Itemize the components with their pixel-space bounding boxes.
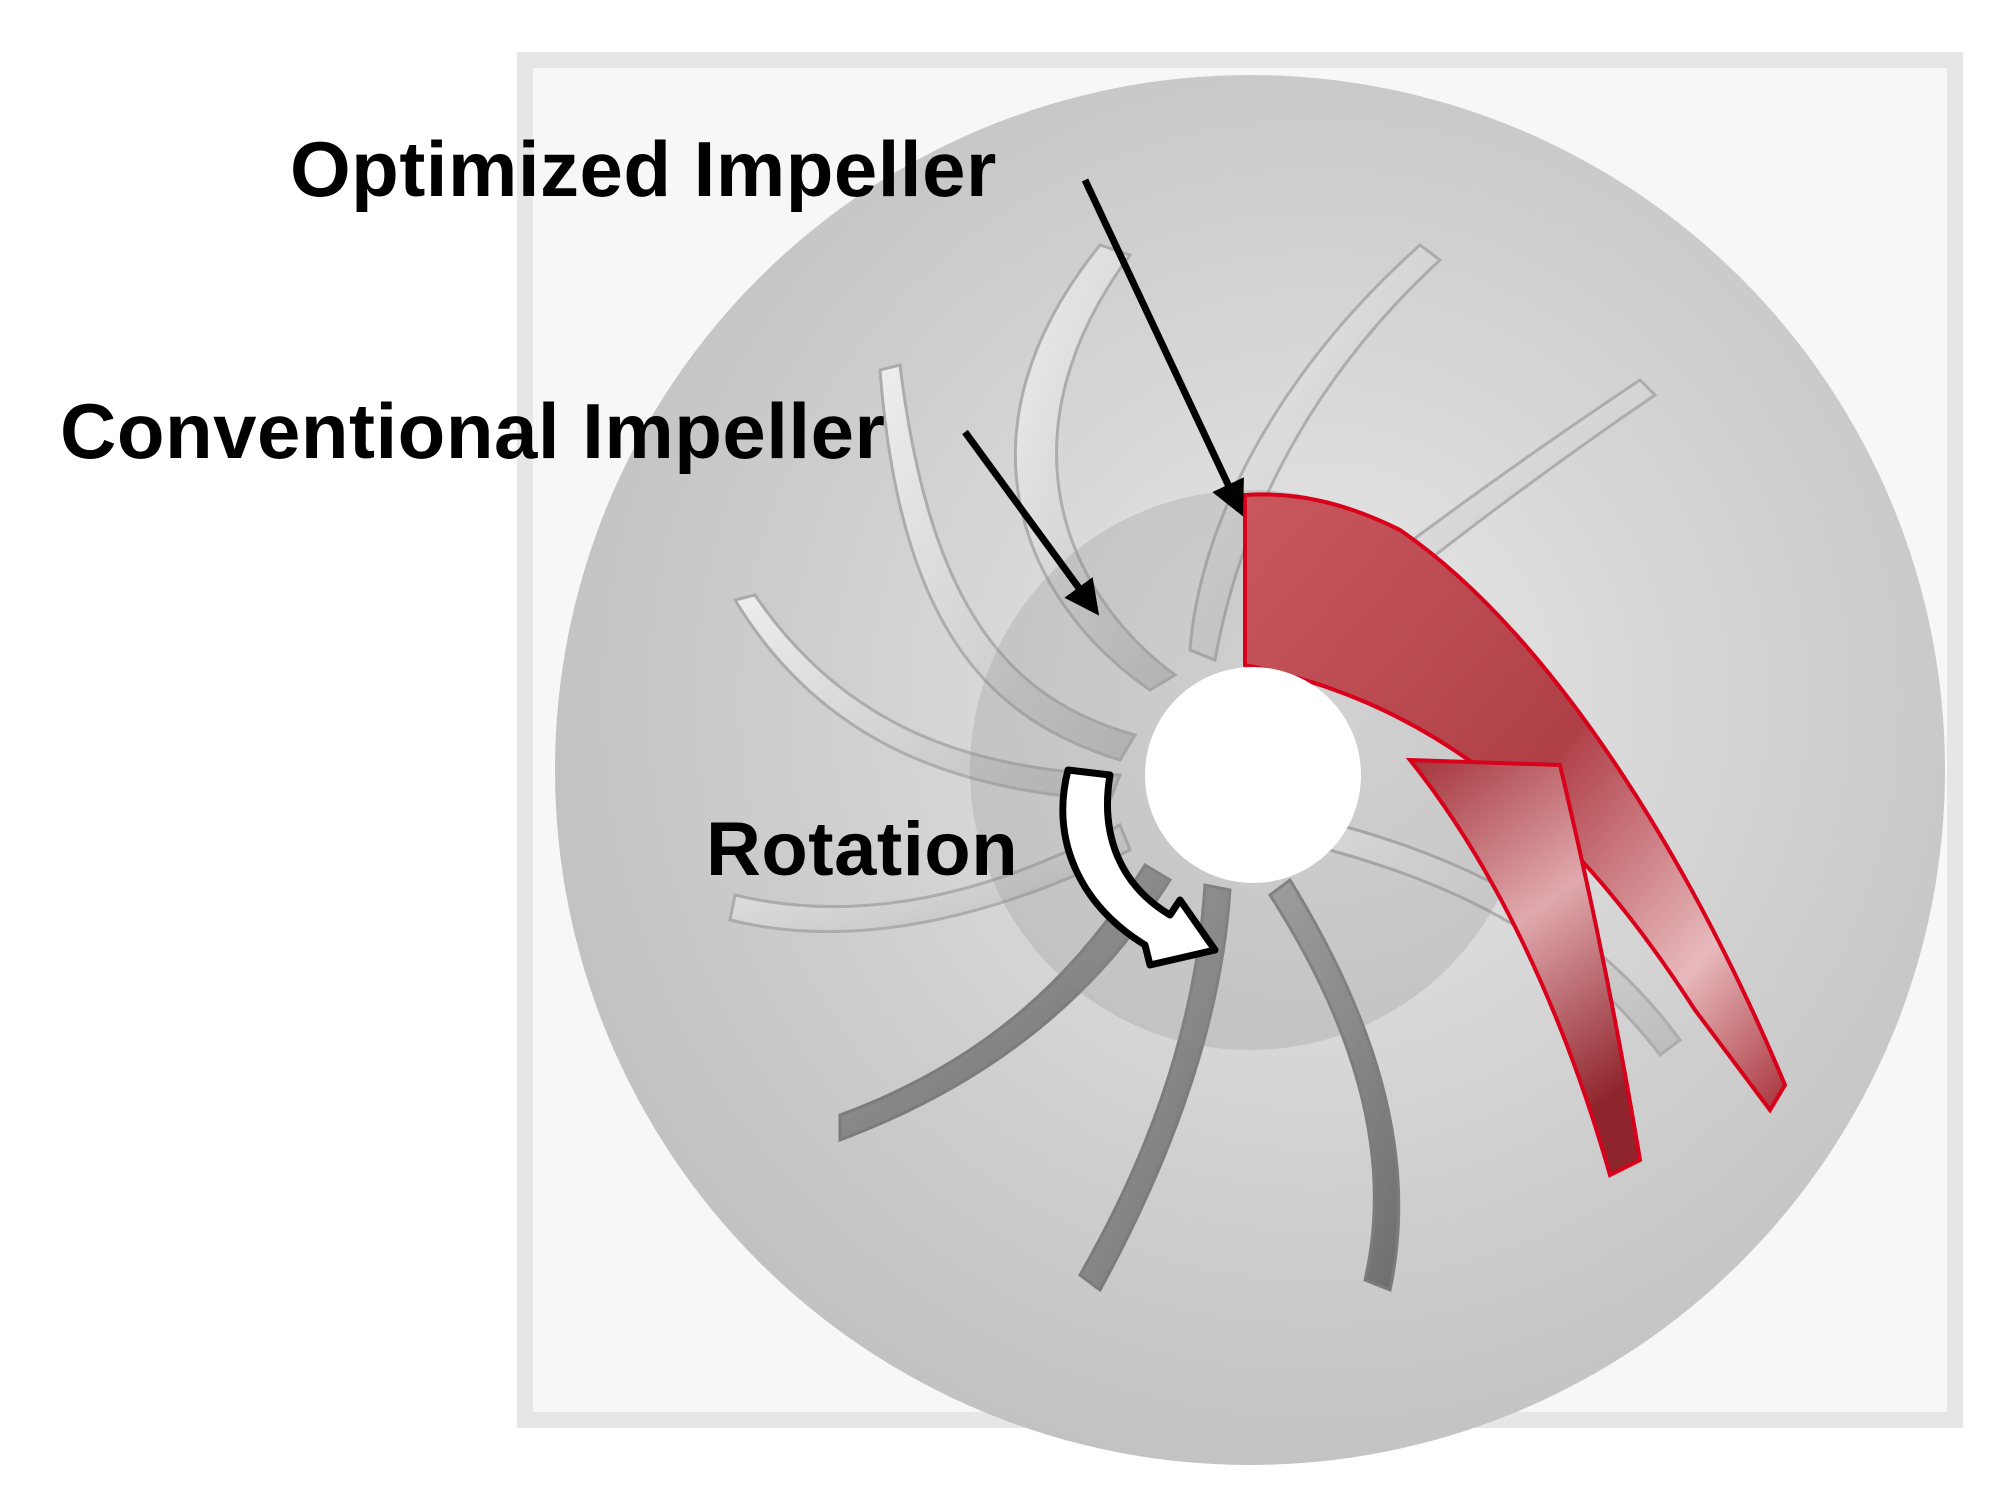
conventional-leader-arrow bbox=[962, 429, 1100, 616]
optimized-blade-secondary bbox=[1405, 757, 1643, 1178]
impeller-hub bbox=[1145, 667, 1361, 883]
conventional-blade bbox=[1078, 883, 1232, 1293]
conventional-blade bbox=[878, 363, 1138, 762]
conventional-impeller-label: Conventional Impeller bbox=[60, 387, 886, 475]
rotation-arrow-icon bbox=[1059, 766, 1219, 969]
rotation-label: Rotation bbox=[706, 807, 1019, 892]
optimized-blades bbox=[1243, 492, 1788, 1178]
optimized-leader-arrow bbox=[1081, 178, 1244, 517]
conventional-blade bbox=[728, 822, 1132, 933]
conventional-blade bbox=[1307, 818, 1683, 1058]
conventional-blade bbox=[1267, 877, 1401, 1293]
optimized-blade-main bbox=[1243, 492, 1788, 1114]
optimized-impeller-label: Optimized Impeller bbox=[290, 125, 997, 213]
